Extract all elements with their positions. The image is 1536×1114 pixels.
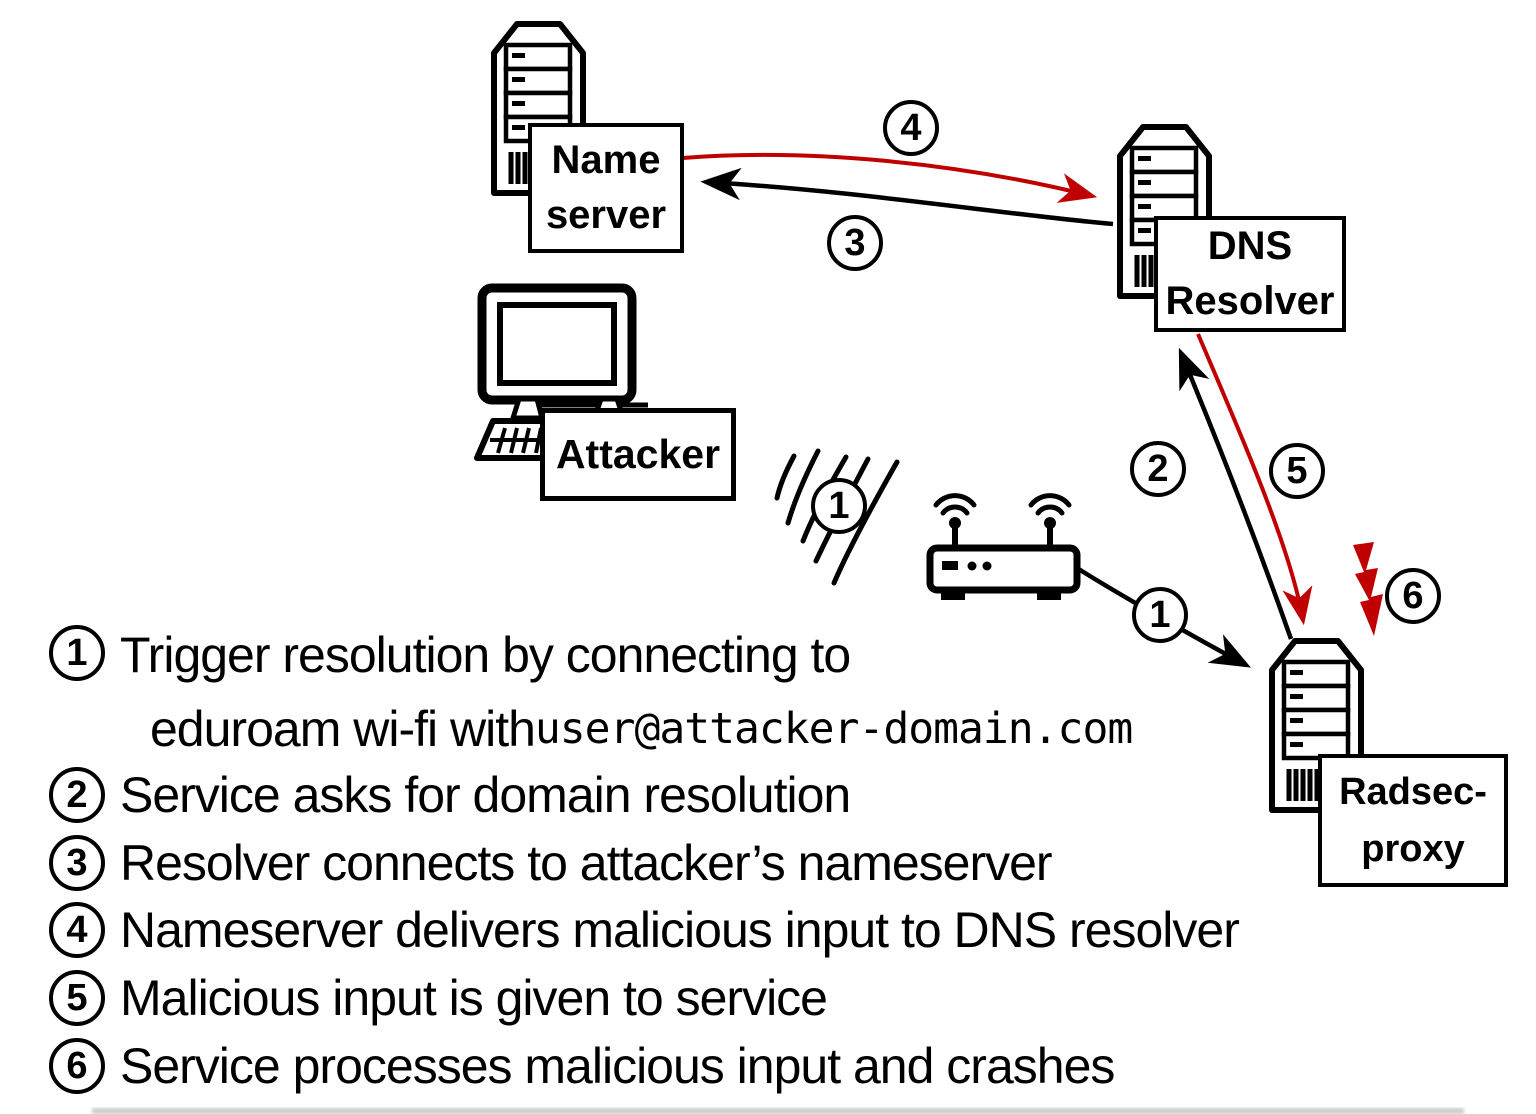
legend-item-3: Resolver connects to attacker’s nameserv…: [120, 835, 1053, 891]
legend-number-4: 4: [49, 902, 105, 958]
step-marker-1-wifi: 1: [811, 478, 867, 534]
radsecproxy-label-line2: proxy: [1361, 827, 1465, 870]
legend-item-1-line1: Trigger resolution by connecting to: [120, 627, 851, 683]
legend-number-3: 3: [49, 835, 105, 891]
dns-resolver-label: DNS Resolver: [1154, 216, 1346, 332]
step-marker-2: 2: [1130, 441, 1186, 497]
legend-item-1-line2-code: user@attacker-domain.com: [534, 704, 1133, 754]
step-marker-3: 3: [827, 215, 883, 271]
legend-item-2: Service asks for domain resolution: [120, 767, 851, 823]
radsecproxy-label: Radsec- proxy: [1318, 754, 1508, 887]
radsecproxy-label-line1: Radsec-: [1339, 770, 1487, 813]
wifi-router-icon: [926, 493, 1081, 600]
legend-item-4: Nameserver delivers malicious input to D…: [120, 902, 1240, 958]
legend-item-1-line2: eduroam wi-fi with user@attacker-domain.…: [150, 695, 1133, 763]
dns-resolver-label-line2: Resolver: [1165, 279, 1335, 323]
name-server-label: Name server: [528, 123, 684, 253]
step-marker-1-link: 1: [1132, 587, 1188, 643]
legend-item-1-line2-text: eduroam wi-fi with: [150, 701, 536, 757]
legend-item-5: Malicious input is given to service: [120, 970, 828, 1026]
legend-item-6: Service processes malicious input and cr…: [120, 1038, 1115, 1094]
legend-number-6: 6: [49, 1038, 105, 1094]
bottom-edge-artifact: [92, 1108, 1464, 1114]
step-marker-5: 5: [1269, 443, 1325, 499]
step-marker-6: 6: [1385, 568, 1441, 624]
name-server-label-line2: server: [545, 193, 667, 237]
arrow-step2-radsec-to-resolver: [1178, 347, 1294, 640]
legend-number-5: 5: [49, 970, 105, 1026]
attacker-label-text: Attacker: [555, 431, 721, 478]
dns-resolver-label-line1: DNS: [1207, 223, 1293, 268]
arrow-step4-nameserver-to-resolver: [682, 152, 1098, 203]
step-marker-4: 4: [883, 100, 939, 156]
legend-number-1: 1: [49, 625, 105, 681]
attacker-label: Attacker: [540, 408, 736, 501]
legend-number-2: 2: [49, 767, 105, 823]
crash-lightning-icon: [1353, 542, 1383, 636]
arrow-step3-resolver-to-nameserver: [700, 167, 1114, 227]
name-server-label-line1: Name: [551, 137, 661, 182]
arrow-step5-resolver-to-radsec: [1196, 333, 1313, 626]
